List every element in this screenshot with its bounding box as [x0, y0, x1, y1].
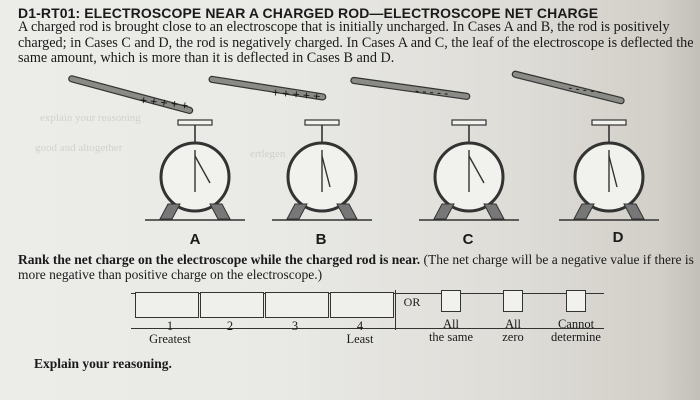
rod-charge-label: + + + + +	[139, 93, 189, 113]
rank-box-3[interactable]	[265, 292, 329, 318]
bleed-through-text: good and altogether	[35, 142, 123, 154]
or-label: OR	[403, 295, 421, 309]
page-title: D1-RT01: ELECTROSCOPE NEAR A CHARGED ROD…	[18, 5, 599, 21]
case-d-diagram: - - - - -	[511, 70, 659, 221]
rank-number-3: 3	[291, 319, 299, 333]
question-bold: Rank the net charge on the electroscope …	[18, 252, 421, 267]
case-label-d: D	[612, 229, 624, 246]
case-label-a: A	[189, 231, 201, 248]
rank-box-2[interactable]	[200, 292, 264, 318]
rank-box-1[interactable]	[135, 292, 199, 318]
option-cannot-determine-line1: Cannot	[557, 317, 595, 331]
page-shadow	[660, 0, 700, 400]
option-all-same-line1: All	[443, 317, 459, 331]
bleed-through-text: ertlegen	[250, 148, 286, 160]
bleed-through-text: explain your reasoning	[40, 112, 141, 124]
case-c-diagram: - - - - -	[350, 76, 519, 221]
rank-box-4[interactable]	[330, 292, 394, 318]
charged-rod	[68, 75, 194, 115]
case-label-c: C	[462, 231, 474, 248]
option-all-zero-checkbox[interactable]	[503, 290, 523, 312]
rod-charge-label: - - - - -	[415, 83, 449, 100]
rod-charge-label: + + + + +	[271, 85, 320, 103]
question-rest: (The net charge will be a negative value…	[18, 252, 694, 282]
rank-note-greatest: Greatest	[149, 332, 191, 346]
case-b-diagram: + + + + +	[208, 75, 372, 221]
rod-charge-label: - - - - -	[567, 80, 602, 99]
electroscope-leaf	[321, 155, 331, 188]
divider	[395, 290, 397, 330]
rank-number-1: 1	[166, 319, 174, 333]
charged-rod	[208, 75, 327, 101]
option-all-same-checkbox[interactable]	[441, 290, 461, 312]
electroscope-knob	[177, 119, 213, 126]
option-all-zero-line1: All	[505, 317, 521, 331]
option-cannot-determine-checkbox[interactable]	[566, 290, 586, 312]
rank-note-least: Least	[346, 332, 374, 346]
option-cannot-determine-line2: determine	[551, 330, 601, 344]
electroscope-leaf	[608, 155, 618, 188]
electroscope-leaf	[194, 155, 211, 184]
explain-prompt: Explain your reasoning.	[34, 356, 172, 371]
rank-number-4: 4	[356, 319, 364, 333]
ranking-question: Rank the net charge on the electroscope …	[18, 252, 694, 282]
answer-area[interactable]	[18, 378, 680, 398]
charged-rod	[350, 76, 471, 100]
case-a-diagram: + + + + +	[68, 75, 245, 221]
intro-paragraph: A charged rod is brought close to an ele…	[18, 19, 694, 66]
option-all-zero-line2: zero	[502, 330, 524, 344]
rank-number-2: 2	[226, 319, 234, 333]
option-all-same-line2: the same	[428, 330, 474, 344]
electroscope-diagrams: + + + + + + + + + +	[68, 70, 659, 221]
charged-rod	[511, 70, 625, 105]
case-label-b: B	[315, 231, 327, 248]
electroscope-leaf	[468, 155, 485, 184]
